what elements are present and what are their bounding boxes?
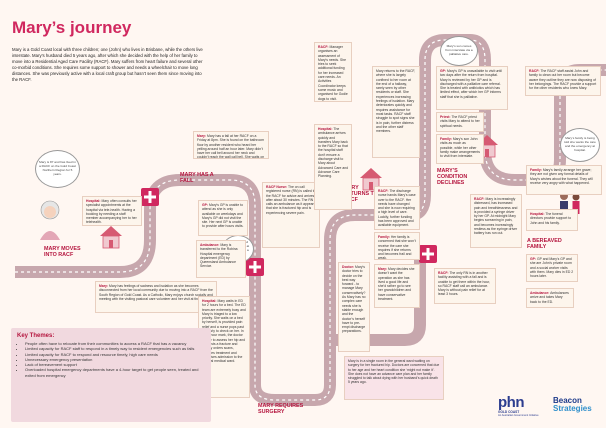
key-theme-item: Limited capacity for RACF staff to respo…: [25, 346, 205, 351]
path-segment: [330, 255, 426, 346]
box-surgery-wait: Mary is in a single room in the general …: [344, 356, 444, 400]
milestone-bereaved: A BEREAVED FAMILY: [527, 238, 562, 250]
milestone-declines: MARY’S CONDITION DECLINES: [437, 168, 468, 186]
bubble-intro: Mary is 87 and has lived in a RACF on th…: [35, 150, 80, 188]
box-family-visits: Family: Mary’s son John visits as much a…: [436, 134, 484, 164]
box-mary-choice: Mary: Mary decides she doesn’t want the …: [374, 264, 420, 308]
key-themes-list: People often have to relocate from their…: [17, 341, 205, 378]
box-family-arrange: Family: Mary’s family arrange her grave;…: [526, 165, 602, 195]
box-racf-nurse: RACF Nurse: The on call registered nurse…: [262, 182, 320, 248]
box-family-concern: Family: Her family is concerned that she…: [374, 232, 420, 260]
box-hospital-transfer-back: Hospital: The ambulance arrives quickly …: [314, 124, 352, 210]
milestone-moves: MARY MOVES INTO RACF: [44, 246, 81, 258]
key-theme-item: Unnecessary emergency presentation: [25, 357, 205, 362]
key-theme-item: People often have to relocate from their…: [25, 341, 205, 346]
hospital-icon: [419, 245, 437, 263]
key-themes-panel: Key Themes: People often have to relocat…: [11, 328, 211, 422]
box-racf-distress: RACF: Mary is increasingly distressed, h…: [470, 194, 522, 248]
key-themes-title: Key Themes:: [17, 333, 55, 339]
box-hospital-telehealth: Hospital: Mary often consults her specia…: [82, 196, 142, 226]
box-funeral: Hospital: The funeral directors provide …: [526, 209, 578, 231]
box-gp-unavailable: GP: Mary’s GP is unable to attend as she…: [198, 200, 248, 236]
box-racf-cleanup: RACF: The RACF staff assist John and fam…: [525, 66, 601, 96]
box-racf-no-rn: RACF: The only RN is in another facility…: [434, 268, 496, 304]
intro-text: Mary is a Gold Coast local with three ch…: [12, 47, 203, 83]
bubble-son: Mary’s son comes from interstate via a p…: [440, 36, 478, 66]
box-ambulance-ed: Ambulance: Ambulances arrive and takes M…: [526, 288, 574, 308]
milestone-fall: MARY HAS A FALL: [180, 172, 214, 184]
hospital-icon: [246, 258, 264, 276]
bubble-family: Mary’s family is being told she wants th…: [560, 128, 600, 162]
box-doctor-decision: Doctor: Mary’s doctor tries to decide on…: [338, 262, 370, 352]
racf-house-icon: [100, 226, 122, 249]
key-theme-item: Overloaded hospital emergency department…: [25, 367, 205, 378]
box-gp-death: GP: GP and Mary’s GP and she are John’s …: [526, 254, 578, 282]
box-mary-fall: Mary: Mary has a fall at her RACF on a F…: [193, 131, 269, 159]
box-gp-palliative: GP: Mary’s GP is unavailable to visit un…: [436, 66, 508, 110]
box-ambulance-transfer: Ambulance: Mary is transferred to the Ro…: [196, 240, 246, 278]
key-theme-item: Lack of bereavement support: [25, 362, 205, 367]
milestone-surgery: MARY REQUIRES SURGERY: [258, 403, 304, 415]
beacon-strategies-logo: Beacon Strategies: [553, 396, 592, 413]
box-racf-discharge: RACF: The discharge nurse hands Mary’s c…: [374, 186, 420, 230]
box-racf-assessment: RACF: Manager organises an assessment of…: [314, 42, 352, 102]
mary-avatar-icon: [40, 200, 60, 240]
page-title: Mary’s journey: [12, 18, 132, 37]
box-mary-isolation: Mary: Mary has feelings of sadness and i…: [95, 281, 217, 313]
phn-logo: phn GOLD COAST An Australian Government …: [498, 394, 539, 417]
hospital-icon: [141, 188, 159, 206]
box-return-isolation: Mary returns to the RACF, where she is l…: [372, 66, 420, 158]
key-theme-item: Limited capacity for RACF to respond and…: [25, 352, 205, 357]
box-priest: Priest: The RACF priest visits Mary to a…: [436, 112, 484, 132]
